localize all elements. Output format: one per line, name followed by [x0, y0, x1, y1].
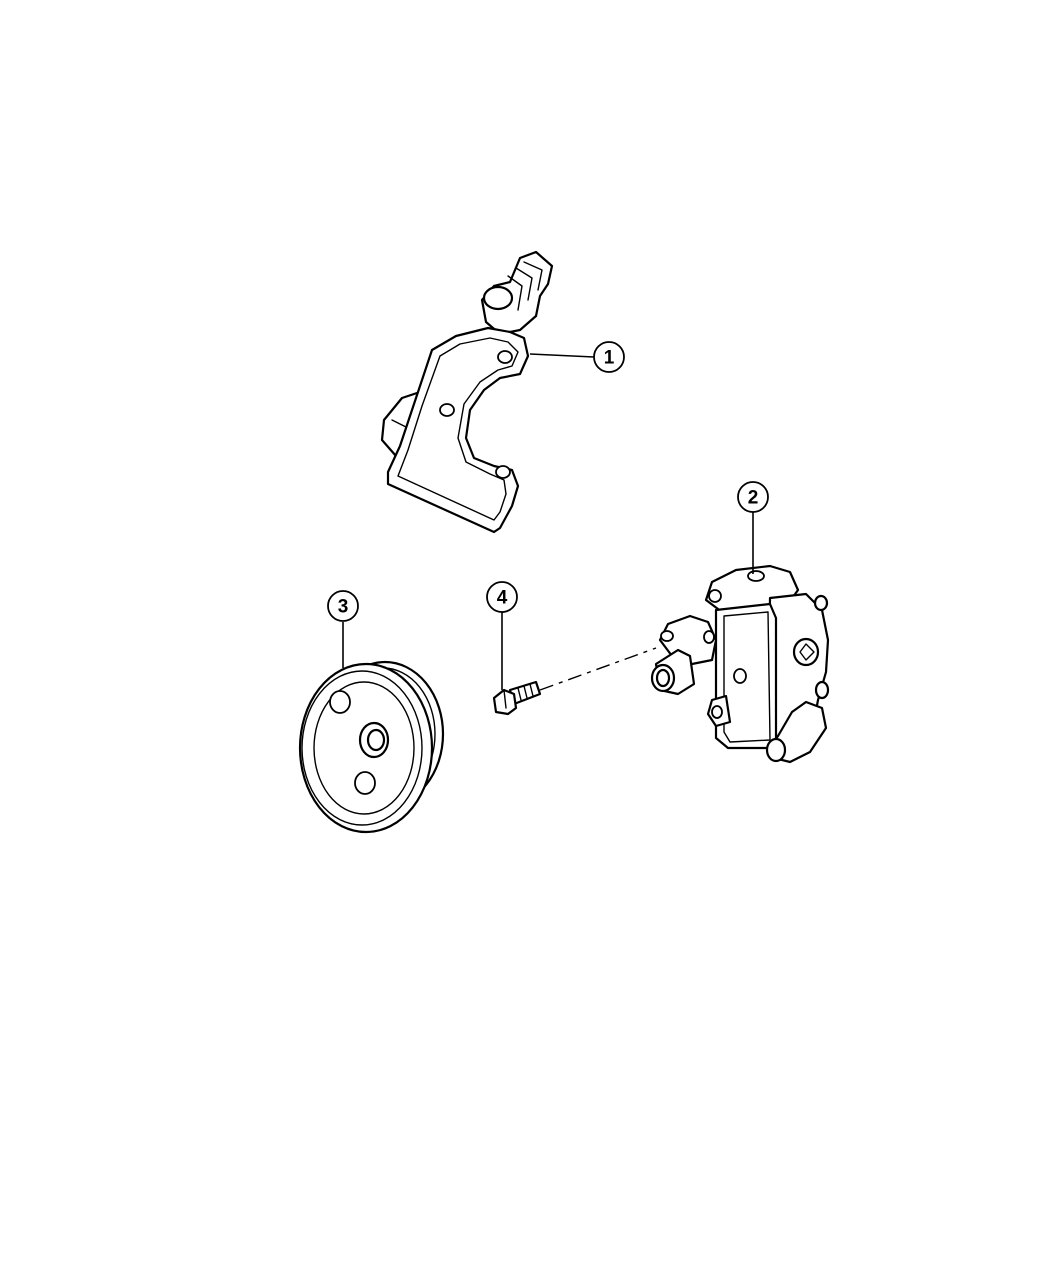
assembly-centerline — [539, 647, 657, 691]
callout-1: 1 — [593, 341, 625, 373]
bolt-part — [492, 680, 542, 716]
callout-2: 2 — [737, 481, 769, 513]
callout-4-label: 4 — [497, 588, 508, 609]
bracket-part — [380, 250, 554, 534]
callout-3: 3 — [327, 590, 359, 622]
callout-1-label: 1 — [604, 348, 615, 369]
pulley-part — [298, 660, 445, 834]
callout-3-label: 3 — [338, 597, 349, 618]
callout-4: 4 — [486, 581, 518, 613]
leader-line-1 — [529, 353, 595, 358]
power-steering-pump-part — [650, 564, 830, 764]
callout-2-label: 2 — [748, 488, 759, 509]
